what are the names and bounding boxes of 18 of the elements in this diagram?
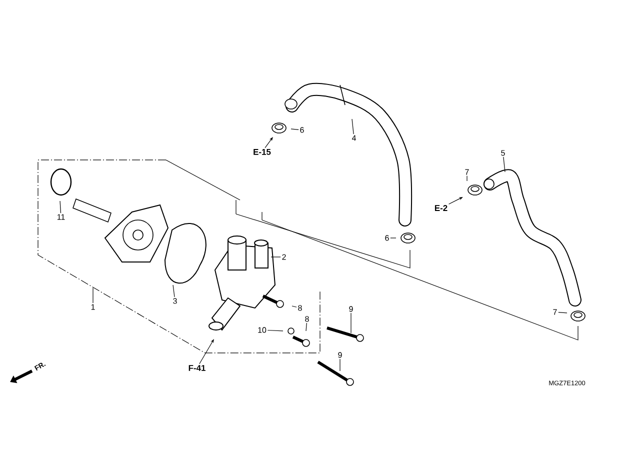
leader-line [306,322,307,332]
reference-code: E-15 [254,149,271,155]
leader-line [60,200,62,214]
reference-code: E-2 [434,205,448,211]
reference-code: F-41 [188,365,206,371]
leader-line [290,128,299,130]
leader-line [267,330,284,332]
leader-line [172,284,175,298]
leader-line [466,176,468,182]
arrow [264,137,273,148]
arrow [199,339,214,364]
leader-line [558,312,568,314]
leader-line [503,156,506,172]
leader-line [270,256,281,258]
leader-line [352,118,354,134]
leader-line [92,288,94,304]
leader-line [350,312,352,334]
leader-line [292,306,297,308]
